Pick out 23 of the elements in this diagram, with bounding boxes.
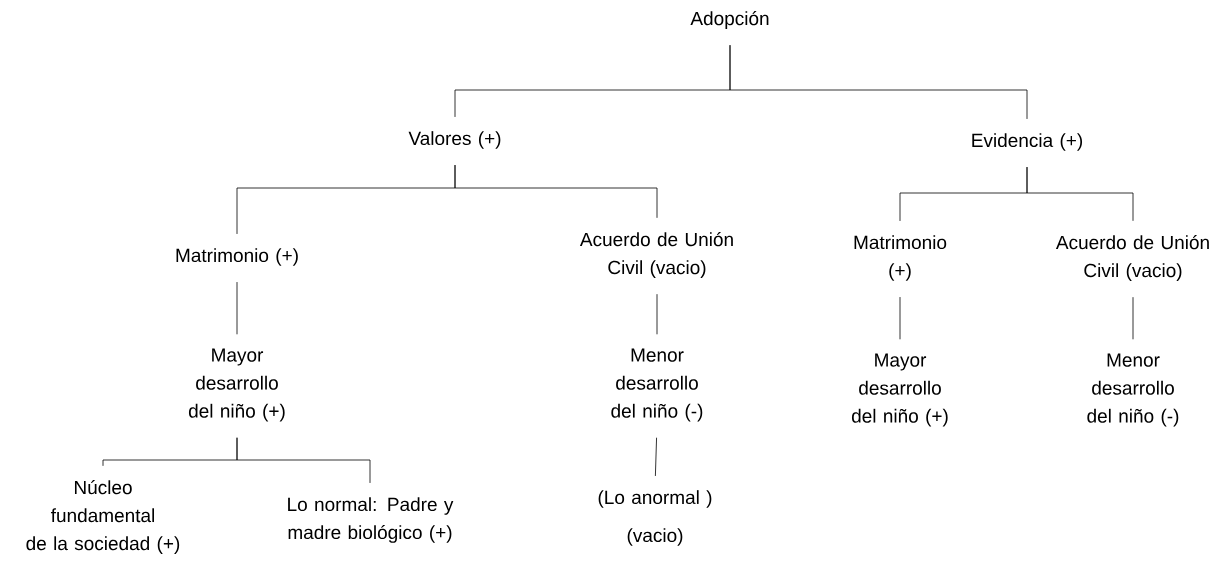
connector-line <box>1132 296 1134 340</box>
tree-label: Valores (+) <box>408 131 501 149</box>
connector-line <box>236 437 371 484</box>
tree-label: Acuerdo de Unión Civil (vacio) <box>579 232 733 278</box>
tree-label: Mayor desarrollo del niño (+) <box>188 348 285 422</box>
connector-line <box>899 296 901 340</box>
connector-line <box>656 293 658 335</box>
connector-line <box>454 164 658 219</box>
tree-label: Núcleo fundamental de la sociedad (+) <box>26 480 180 554</box>
tree-label: Menor desarrollo del niño (-) <box>1087 353 1179 427</box>
connector-line <box>1026 166 1134 222</box>
tree-label: Menor desarrollo del niño (-) <box>611 348 703 422</box>
connector-line <box>236 281 238 335</box>
tree-label: Lo normal: Padre y madre biológico (+) <box>288 497 454 543</box>
connector-line <box>655 437 657 477</box>
connector-line <box>729 44 1028 120</box>
tree-label: Acuerdo de Unión Civil (vacio) <box>1055 235 1209 281</box>
tree-label: Mayor desarrollo del niño (+) <box>851 353 948 427</box>
tree-label: Matrimonio (+) <box>176 248 298 266</box>
tree-label: Adopción <box>690 11 769 29</box>
tree-label: Evidencia (+) <box>972 133 1083 151</box>
tree-label: Matrimonio (+) <box>854 235 947 281</box>
tree-label: (Lo anormal ) (vacio) <box>598 490 712 546</box>
